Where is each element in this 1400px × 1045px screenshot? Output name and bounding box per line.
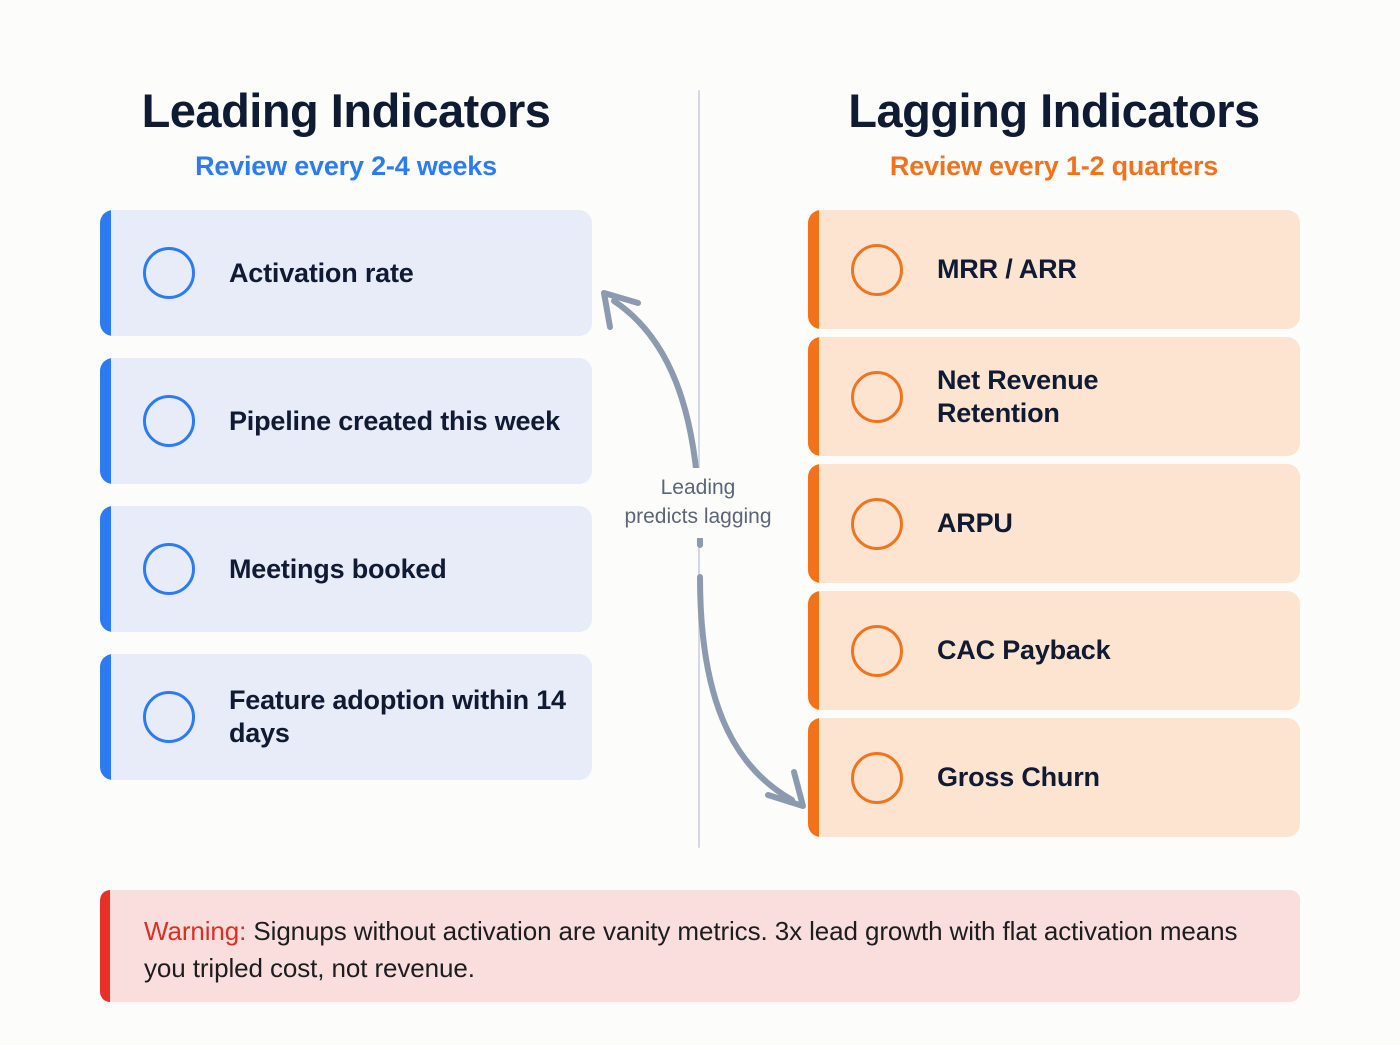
lagging-column-title: Lagging Indicators (848, 84, 1260, 137)
warning-body: Signups without activation are vanity me… (144, 916, 1238, 983)
metric-card-pipeline-created[interactable]: Pipeline created this week (100, 358, 592, 485)
warning-text: Warning: Signups without activation are … (144, 913, 1254, 987)
warning-banner: Warning: Signups without activation are … (100, 890, 1300, 1002)
metric-card-mrr-arr[interactable]: MRR / ARR (808, 210, 1300, 330)
circle-icon (143, 691, 195, 744)
circle-icon (851, 751, 903, 804)
card-accent-bar (100, 506, 111, 633)
metric-card-label: Pipeline created this week (229, 405, 560, 436)
metric-card-label: Net Revenue Retention (937, 364, 1099, 428)
metric-card-meetings-booked[interactable]: Meetings booked (100, 506, 592, 633)
lagging-column-subtitle: Review every 1-2 quarters (889, 151, 1219, 182)
metric-card-label: Gross Churn (937, 762, 1100, 793)
lagging-card-list: MRR / ARR Net Revenue Retention ARPU CAC… (808, 210, 1300, 838)
card-accent-bar (100, 210, 111, 337)
metric-card-activation-rate[interactable]: Activation rate (100, 210, 592, 337)
metric-card-label: MRR / ARR (937, 254, 1077, 285)
circle-icon (851, 370, 903, 423)
circle-icon (143, 543, 195, 596)
circle-icon (851, 243, 903, 296)
metric-card-gross-churn[interactable]: Gross Churn (808, 718, 1300, 838)
metric-card-label: ARPU (937, 508, 1013, 539)
leading-indicators-column: Leading Indicators Review every 2-4 week… (100, 84, 592, 781)
card-accent-bar (100, 654, 111, 781)
circle-icon (143, 395, 195, 448)
card-accent-bar (808, 464, 819, 584)
metric-card-cac-payback[interactable]: CAC Payback (808, 591, 1300, 711)
metric-card-net-revenue-retention[interactable]: Net Revenue Retention (808, 337, 1300, 457)
card-accent-bar (808, 337, 819, 457)
warning-keyword: Warning: (144, 916, 247, 946)
leading-card-list: Activation rate Pipeline created this we… (100, 210, 592, 781)
metric-card-label: Meetings booked (229, 553, 447, 584)
circle-icon (851, 624, 903, 677)
metric-card-feature-adoption[interactable]: Feature adoption within 14 days (100, 654, 592, 781)
card-accent-bar (100, 358, 111, 485)
circle-icon (851, 497, 903, 550)
card-accent-bar (808, 210, 819, 330)
lagging-indicators-column: Lagging Indicators Review every 1-2 quar… (808, 84, 1300, 838)
metric-card-label: CAC Payback (937, 635, 1111, 666)
circle-icon (143, 247, 195, 300)
connector-caption-line-2: predicts lagging (624, 504, 772, 528)
metric-card-label: Feature adoption within 14 days (229, 685, 566, 749)
connector-caption: Leading predicts lagging (598, 468, 798, 538)
leading-column-subtitle: Review every 2-4 weeks (195, 151, 497, 182)
connector-caption-line-1: Leading (660, 476, 736, 499)
warning-accent-bar (100, 890, 110, 1002)
connector-lower-curve (697, 574, 795, 803)
card-accent-bar (808, 591, 819, 711)
card-accent-bar (808, 718, 819, 838)
connector-lower-arrowhead (765, 769, 806, 809)
leading-column-title: Leading Indicators (141, 84, 551, 137)
metric-card-arpu[interactable]: ARPU (808, 464, 1300, 584)
metric-card-label: Activation rate (229, 257, 414, 288)
connector-upper-arrowhead (601, 290, 641, 330)
